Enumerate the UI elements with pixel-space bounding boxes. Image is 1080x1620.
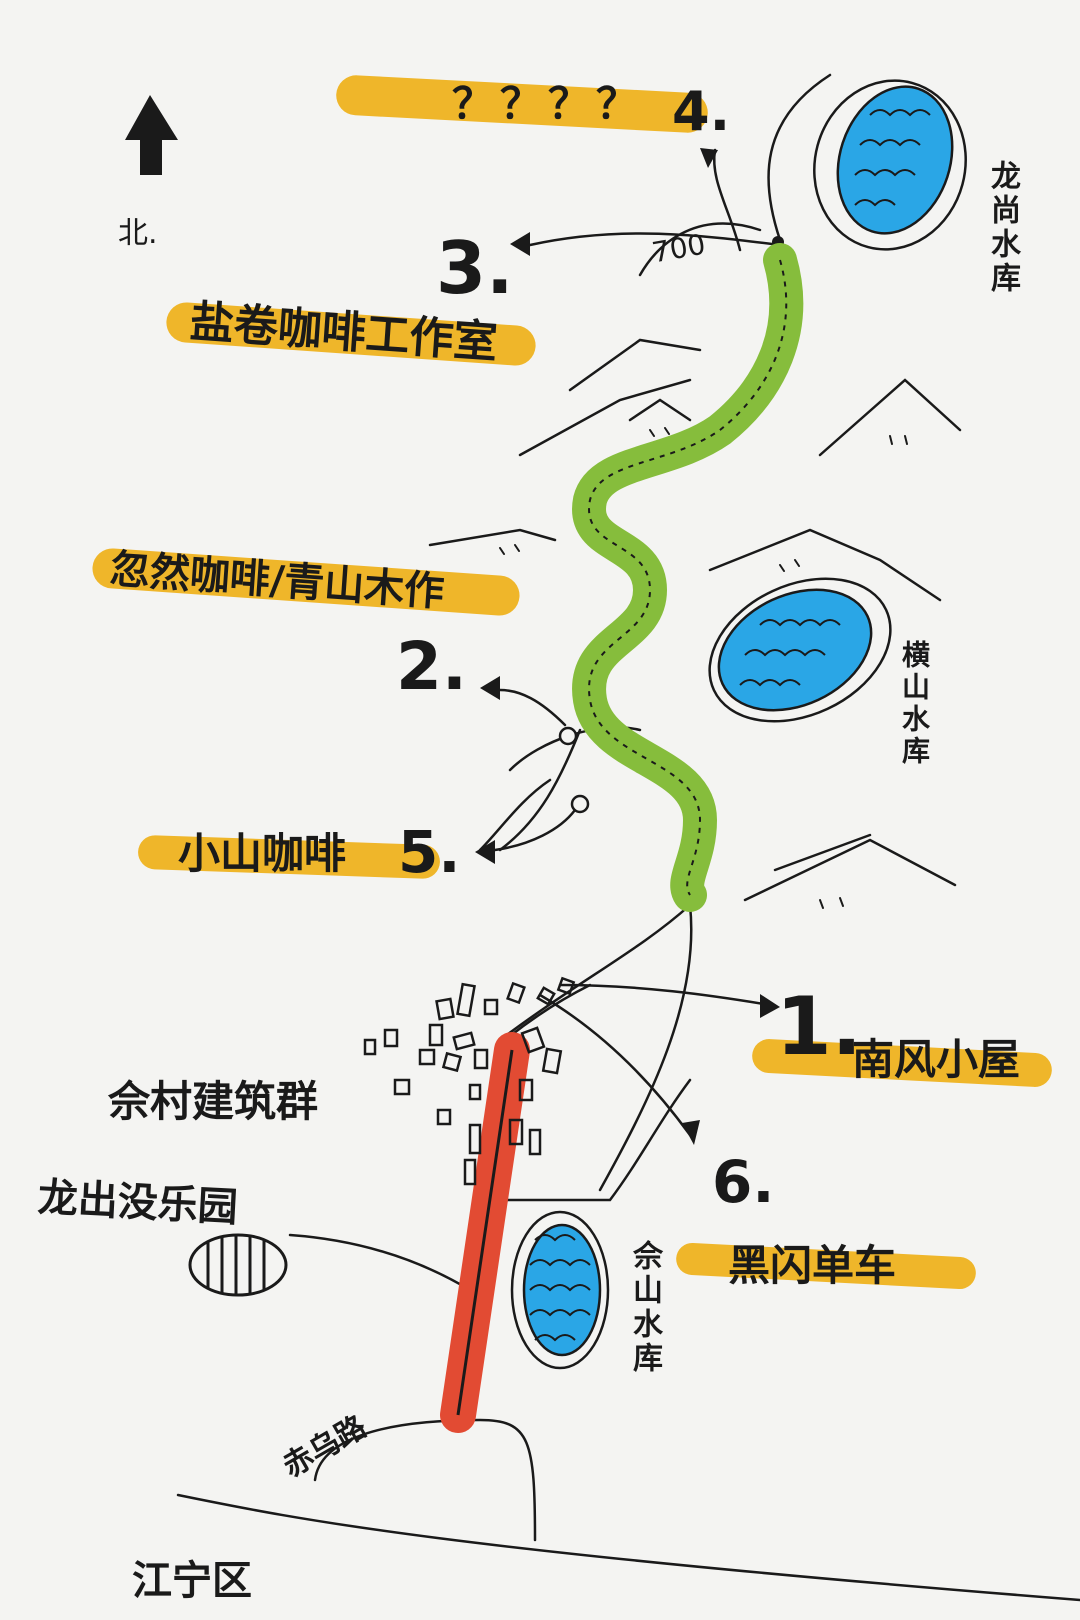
building	[518, 1078, 534, 1102]
stop-2-number: 2.	[396, 628, 467, 705]
building	[363, 1038, 377, 1056]
building	[468, 1083, 482, 1101]
trail-to-5	[493, 808, 577, 852]
road-small	[478, 778, 552, 852]
stop-4-name: ？？？？	[452, 79, 645, 128]
road-chiwu	[313, 1418, 537, 1542]
building	[483, 998, 499, 1016]
arrowhead	[682, 1120, 700, 1145]
stop-6-number: 6.	[712, 1148, 775, 1216]
building	[428, 1023, 444, 1047]
stop-1-name: 南风小屋	[852, 1035, 1021, 1084]
mountain	[518, 378, 692, 457]
building	[393, 1078, 411, 1096]
arrowhead	[475, 840, 495, 864]
arrowhead	[700, 148, 718, 168]
trail-to-3	[528, 232, 782, 247]
building	[463, 1158, 477, 1186]
district-border	[176, 1493, 1080, 1602]
building	[435, 997, 455, 1021]
road-mid	[498, 728, 582, 852]
building	[541, 1047, 563, 1075]
mountain	[568, 338, 702, 392]
building	[506, 981, 526, 1005]
trail-to-4	[767, 73, 832, 242]
building	[468, 1123, 482, 1155]
arrow-to-6	[538, 993, 692, 1137]
district-label: 江宁区	[132, 1558, 252, 1604]
building	[508, 1118, 524, 1146]
stop-3-number: 3.	[436, 226, 514, 310]
reservoir-longshang-water	[836, 85, 954, 235]
north-arrow-icon	[125, 95, 178, 175]
trail-to-2	[498, 688, 567, 727]
stop-5-name: 小山咖啡	[178, 829, 347, 878]
building	[536, 986, 556, 1006]
building	[528, 1128, 542, 1156]
building	[556, 976, 576, 996]
building	[441, 1051, 463, 1073]
mountain	[743, 838, 957, 902]
reservoir-longshang-label: 龙尚水库	[985, 160, 1020, 296]
road-east	[498, 903, 692, 1042]
stop-1-number: 1.	[776, 980, 863, 1073]
stop-5-number: 5.	[398, 818, 461, 886]
arrowhead	[480, 676, 500, 700]
reservoir-hengshan-outline	[708, 577, 892, 723]
mountain	[628, 398, 692, 422]
arrowhead	[760, 994, 780, 1018]
mountain	[428, 528, 557, 547]
building	[473, 1048, 489, 1070]
park-label: 龙出没乐园	[36, 1174, 239, 1232]
stop-6-name: 黑闪单车	[728, 1241, 897, 1290]
mountain	[708, 528, 942, 602]
mountain	[818, 378, 962, 457]
arrowhead	[510, 232, 530, 256]
reservoir-hengshan-label: 横山水库	[898, 640, 931, 768]
reservoir-sheshan-outline	[510, 1210, 610, 1370]
reservoir-longshang-outline	[813, 79, 967, 251]
village-label: 佘村建筑群	[108, 1077, 319, 1126]
building	[418, 1048, 436, 1066]
arrow-to-1	[558, 983, 772, 1007]
building	[383, 1028, 399, 1048]
mountain	[773, 833, 872, 872]
road-east2	[598, 903, 693, 1192]
reservoir-sheshan-water	[522, 1223, 602, 1357]
building	[452, 1031, 476, 1051]
reservoir-sheshan-label: 佘山水库	[627, 1240, 662, 1376]
building	[520, 1026, 546, 1054]
building	[456, 982, 476, 1018]
trail-to-4b	[712, 148, 742, 252]
stop-4-number: 4.	[672, 80, 731, 143]
building	[436, 1108, 452, 1126]
park-oval	[188, 1233, 288, 1297]
north-label: 北.	[118, 216, 158, 251]
